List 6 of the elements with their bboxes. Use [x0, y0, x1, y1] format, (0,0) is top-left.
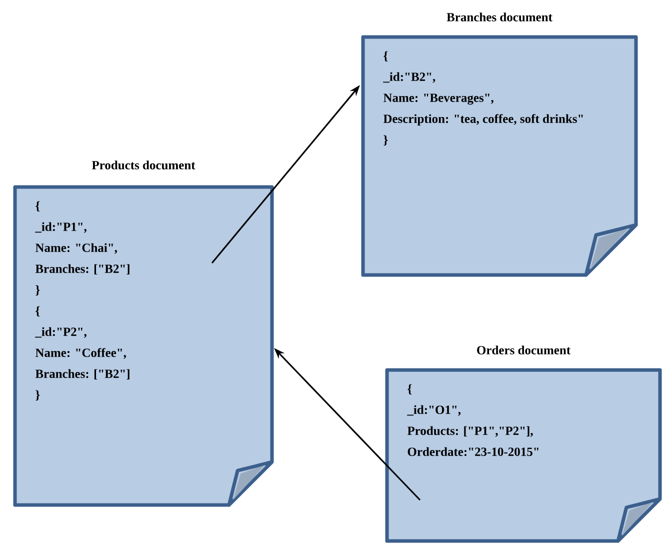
heading: Branches document: [446, 12, 552, 22]
heading: Products document: [92, 160, 196, 170]
heading: Orders document: [477, 346, 570, 354]
document-text: { _id:"P1", Name: "Chai", Branches: ["B2"] } { _id:"P2", Name: "Coffee", Branches: ["B2"] }: [35, 201, 130, 401]
document-text: { _id:"O1", Products: ["P1","P2"], Orderdate:"23-10-2015": [407, 384, 538, 456]
document-text: { _id:"B2", Name: "Beverages", Description: "tea, coffee, soft drinks" }: [383, 51, 583, 146]
